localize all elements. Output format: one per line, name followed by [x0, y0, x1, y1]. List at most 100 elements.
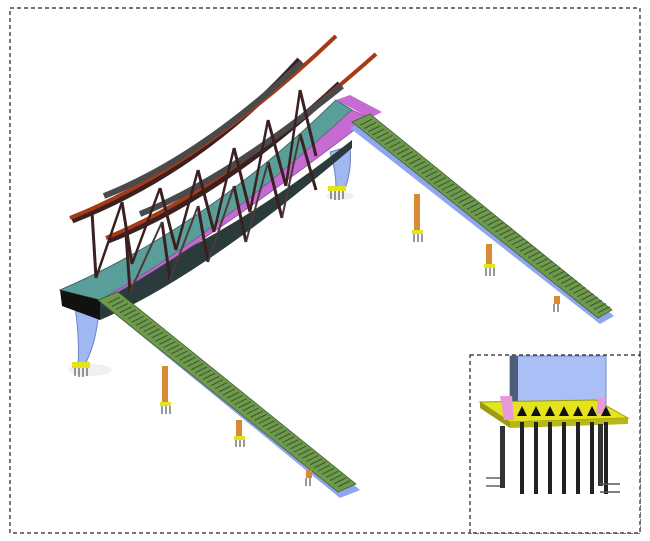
ramp-tread-line: [179, 353, 192, 361]
ramp-tread-line: [266, 423, 279, 431]
ramp-tread-line: [155, 334, 168, 342]
ramp-tread-line: [286, 439, 299, 447]
ramp-tread-line: [519, 244, 533, 252]
pile: [590, 422, 594, 494]
ramp-tread-line: [372, 128, 385, 136]
ramp-tread-line: [278, 432, 291, 440]
pile: [534, 422, 538, 494]
ramp-tread-line: [190, 363, 204, 371]
ramp-tread-line: [226, 391, 240, 399]
pile: [604, 422, 608, 494]
ramp-tread-line: [581, 293, 594, 301]
ramp-tread-line: [175, 350, 188, 358]
ramp-tread-line: [171, 347, 184, 355]
ramp-tread-line: [392, 144, 406, 152]
ramp-tread-line: [556, 273, 570, 281]
ramp-tread-line: [127, 312, 141, 320]
ramp-tread-line: [262, 420, 275, 428]
pile: [548, 422, 552, 494]
ramp-tread-line: [597, 306, 611, 314]
inset-piles: [500, 406, 611, 494]
ramp-tread-line: [511, 238, 525, 246]
ramp-tread-line: [503, 231, 516, 239]
ramp-tread-line: [222, 388, 236, 396]
ramp-tread-line: [123, 309, 137, 317]
ramp-tread-line: [441, 183, 455, 191]
ramp-tread-line: [202, 372, 216, 380]
corner-pile: [598, 424, 603, 486]
ramp-tread-line: [210, 378, 224, 387]
ramp-tread-line: [445, 186, 459, 194]
column-6: [553, 296, 560, 312]
ramp-tread-line: [429, 173, 443, 181]
ramp-tread-line: [413, 160, 426, 168]
column-2: [234, 420, 245, 447]
pile-head: [559, 406, 569, 416]
pile-head: [587, 406, 597, 416]
ramp-tread-line: [544, 264, 557, 272]
pile-head: [517, 406, 527, 416]
column-4: [412, 194, 423, 242]
ramp-tread-line: [151, 331, 164, 339]
ramp-tread-line: [258, 416, 271, 425]
ramp-tread-line: [495, 225, 508, 233]
ramp-tread-line: [433, 176, 447, 184]
ramp-tread-line: [409, 157, 422, 165]
ramp-tread-line: [499, 228, 512, 236]
ramp-tread-line: [298, 448, 311, 456]
ramp-tread-line: [573, 286, 586, 294]
ramp-tread-line: [313, 461, 327, 469]
ramp-tread-line: [131, 315, 145, 323]
ramp-tread-line: [536, 257, 549, 265]
ramp-tread-line: [507, 235, 520, 243]
ramp-tread-line: [400, 151, 414, 159]
ramp-tread-line: [417, 163, 430, 172]
ramp-tread-line: [119, 306, 133, 314]
ramp-tread-line: [317, 464, 331, 472]
ramp-tread-line: [194, 366, 208, 374]
pile: [562, 422, 566, 494]
ramp-tread-line: [302, 451, 315, 459]
ramp-tread-line: [491, 222, 504, 230]
ramp-tread-line: [187, 359, 200, 368]
ramp-tread-line: [523, 248, 537, 256]
ramp-tread-line: [115, 302, 129, 311]
ramp-tread-line: [329, 473, 343, 482]
pile-head: [545, 406, 555, 416]
main-deck: [58, 95, 382, 320]
ramp-tread-line: [564, 280, 578, 288]
ramp-tread-line: [254, 413, 268, 421]
ramp-tread-line: [363, 121, 377, 130]
ramp-tread-line: [294, 445, 307, 453]
ramp-tread-line: [147, 328, 160, 336]
ramp-tread-line: [478, 212, 492, 220]
arch-truss: [69, 34, 378, 293]
pile: [576, 422, 580, 494]
ramp-tread-line: [437, 180, 451, 188]
ramp-right: [350, 113, 614, 324]
ramp-tread-line: [290, 442, 303, 450]
ramp-tread-line: [309, 458, 323, 466]
ramp-tread-line: [238, 401, 252, 409]
ramp-tread-line: [421, 167, 434, 175]
ramp-tread-line: [206, 375, 220, 383]
ramp-tread-line: [548, 267, 561, 275]
ramp-tread-line: [589, 299, 602, 307]
ramp-tread-line: [135, 318, 149, 326]
ramp-tread-line: [466, 202, 479, 210]
ramp-tread-line: [404, 154, 418, 162]
ramp-tread-line: [325, 470, 339, 478]
ramp-tread-line: [198, 369, 212, 377]
ramp-tread-line: [163, 340, 176, 349]
corner-pile: [500, 426, 505, 488]
ramp-tread-line: [359, 118, 373, 126]
ramp-tread-line: [560, 277, 574, 285]
ramp-tread-line: [159, 337, 172, 345]
ramp-tread-line: [380, 134, 393, 142]
ramp-tread-line: [384, 138, 397, 146]
ramp-tread-line: [306, 454, 319, 463]
ramp-tread-line: [458, 196, 471, 204]
ramp-tread-line: [486, 218, 500, 227]
